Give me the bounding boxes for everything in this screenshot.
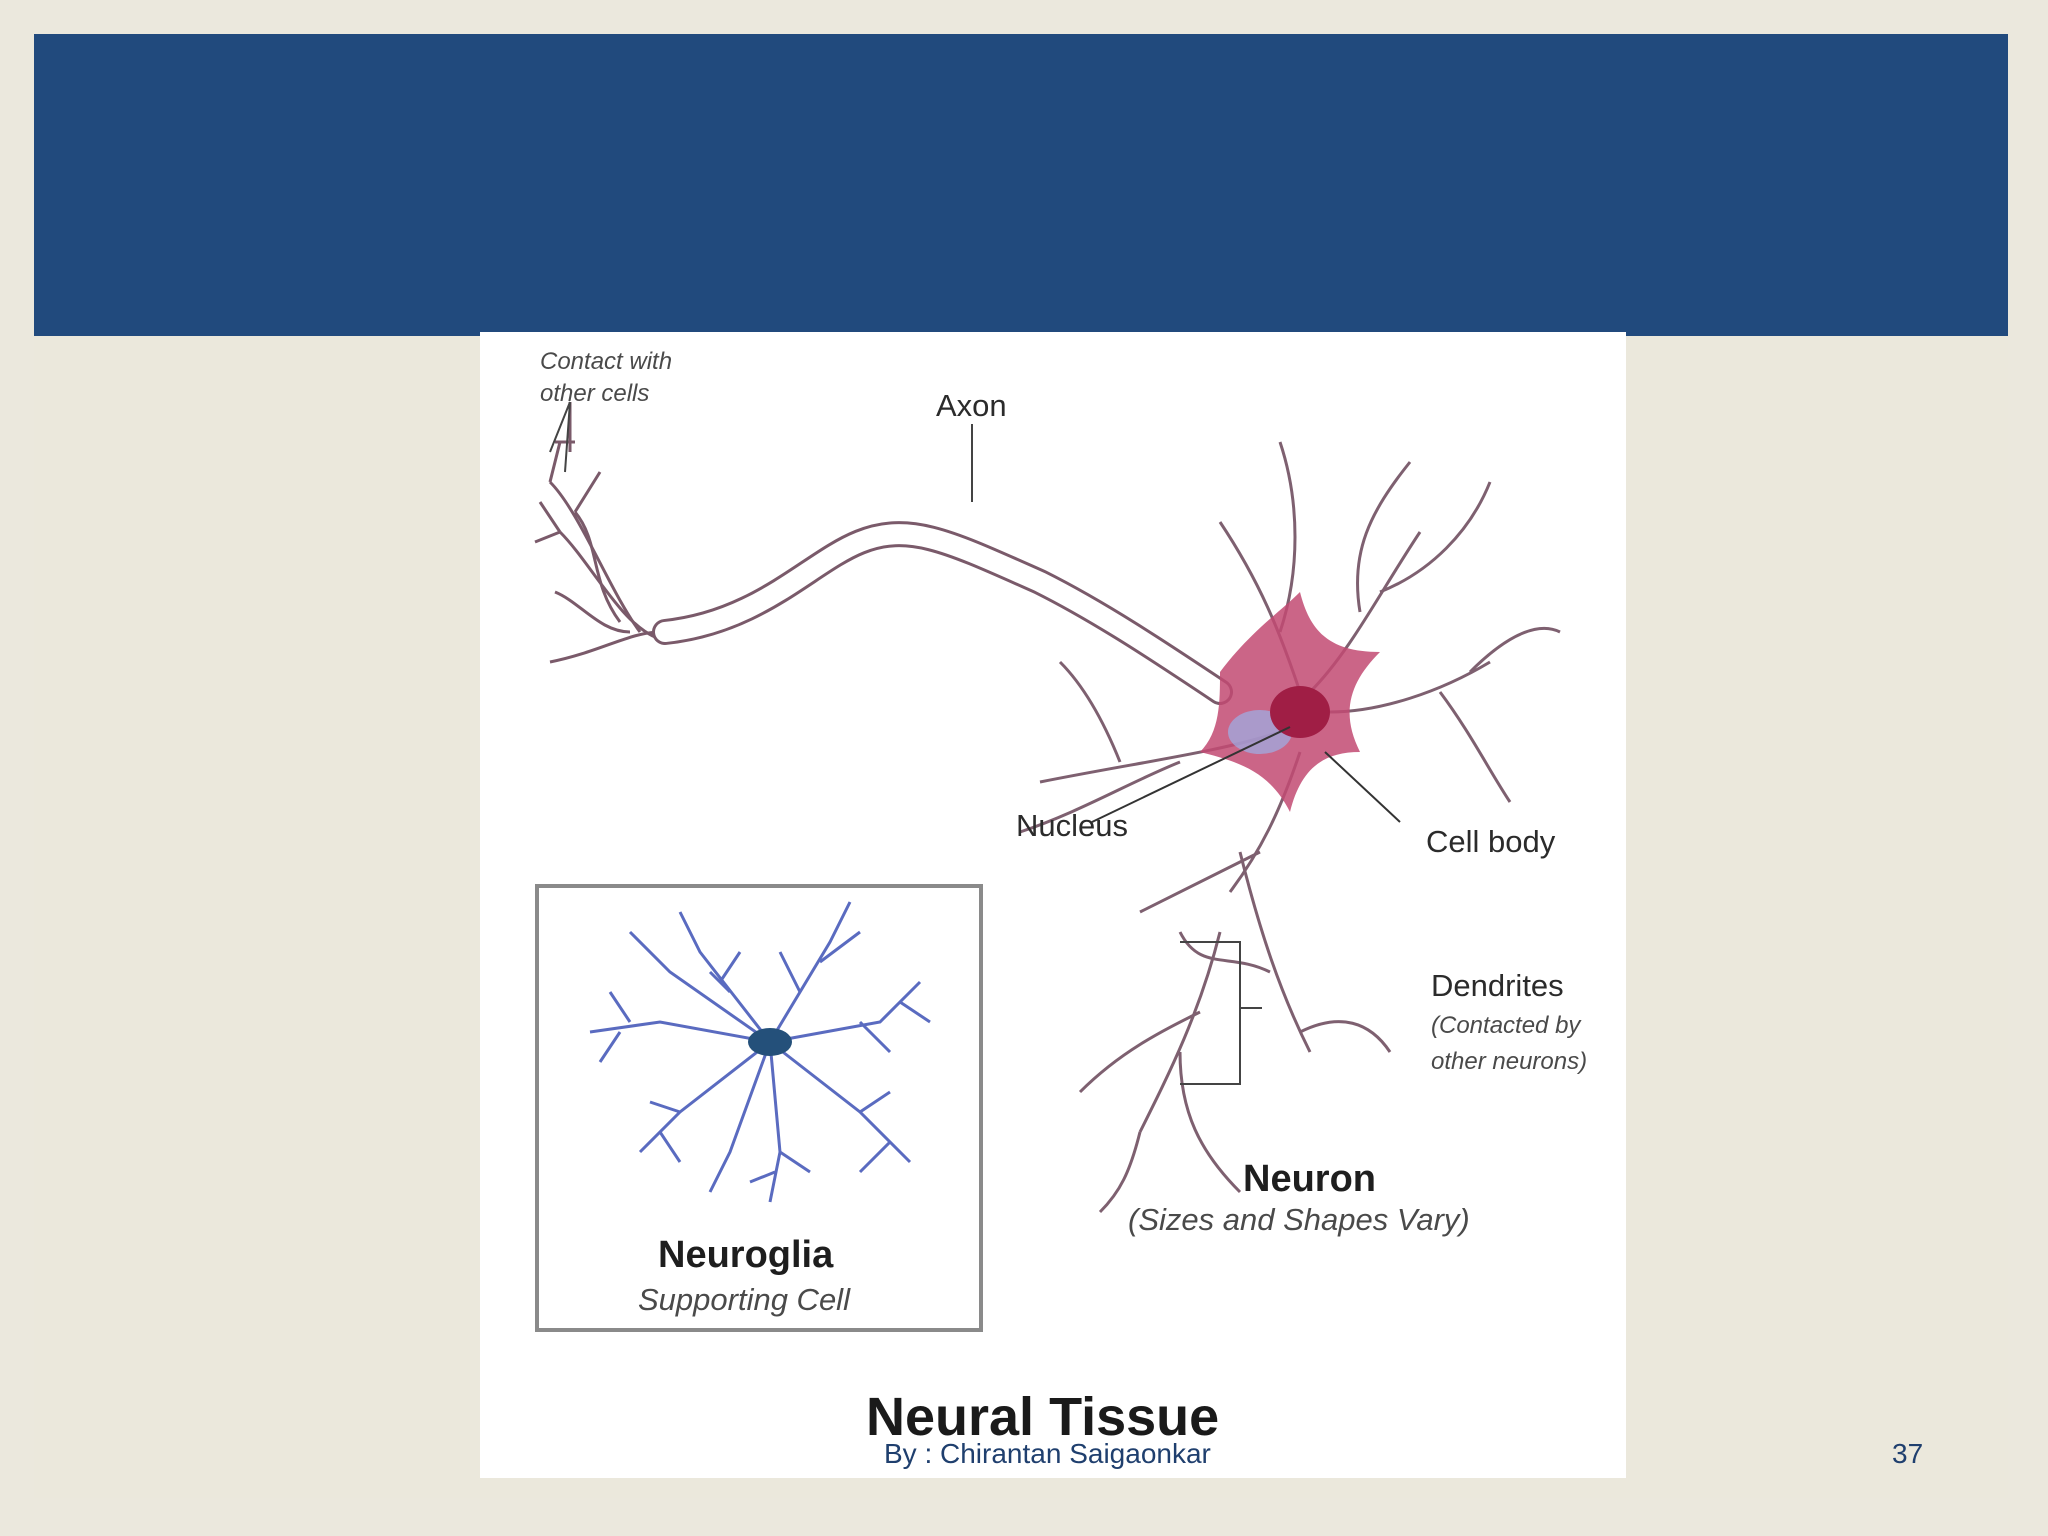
axon-terminals (534, 402, 661, 664)
contact-label-line1: Contact with (540, 348, 673, 375)
title-band (34, 34, 2008, 336)
nucleus-shape (1270, 686, 1330, 738)
neuroglia-caption: Neuroglia (658, 1234, 834, 1276)
slide-number: 37 (1892, 1438, 1924, 1469)
axon-label: Axon (936, 388, 1007, 423)
neural-tissue-figure: Contact with other cells Axon Nucleus Ce… (480, 332, 1626, 1478)
dendrites-bracket (1180, 941, 1241, 1085)
nucleus-pointer (1091, 726, 1291, 823)
axon (652, 521, 1233, 705)
cell-body-label: Cell body (1426, 824, 1556, 859)
neuroglia-cell (589, 901, 931, 1203)
dendrites-label: Dendrites (1431, 968, 1564, 1003)
neuron-illustration (534, 401, 1561, 1332)
contact-label-line2: other cells (540, 380, 650, 407)
dendrites-note-line1: (Contacted by (1431, 1012, 1581, 1039)
contact-pointer (549, 401, 571, 473)
neuroglia-box (535, 884, 983, 1332)
neuroglia-cell-body (748, 1028, 792, 1056)
cell-body-pointer (1324, 751, 1401, 823)
neuron-caption: Neuron (1243, 1158, 1376, 1200)
nucleus-label: Nucleus (1016, 808, 1128, 843)
neuroglia-note: Supporting Cell (638, 1282, 850, 1317)
cell-body (1200, 592, 1380, 812)
figure-title: Neural Tissue (866, 1387, 1220, 1447)
dendrites-note-line2: other neurons) (1431, 1048, 1588, 1075)
neuron-note: (Sizes and Shapes Vary) (1128, 1202, 1470, 1237)
footer-author: By : Chirantan Saigaonkar (884, 1438, 1211, 1469)
